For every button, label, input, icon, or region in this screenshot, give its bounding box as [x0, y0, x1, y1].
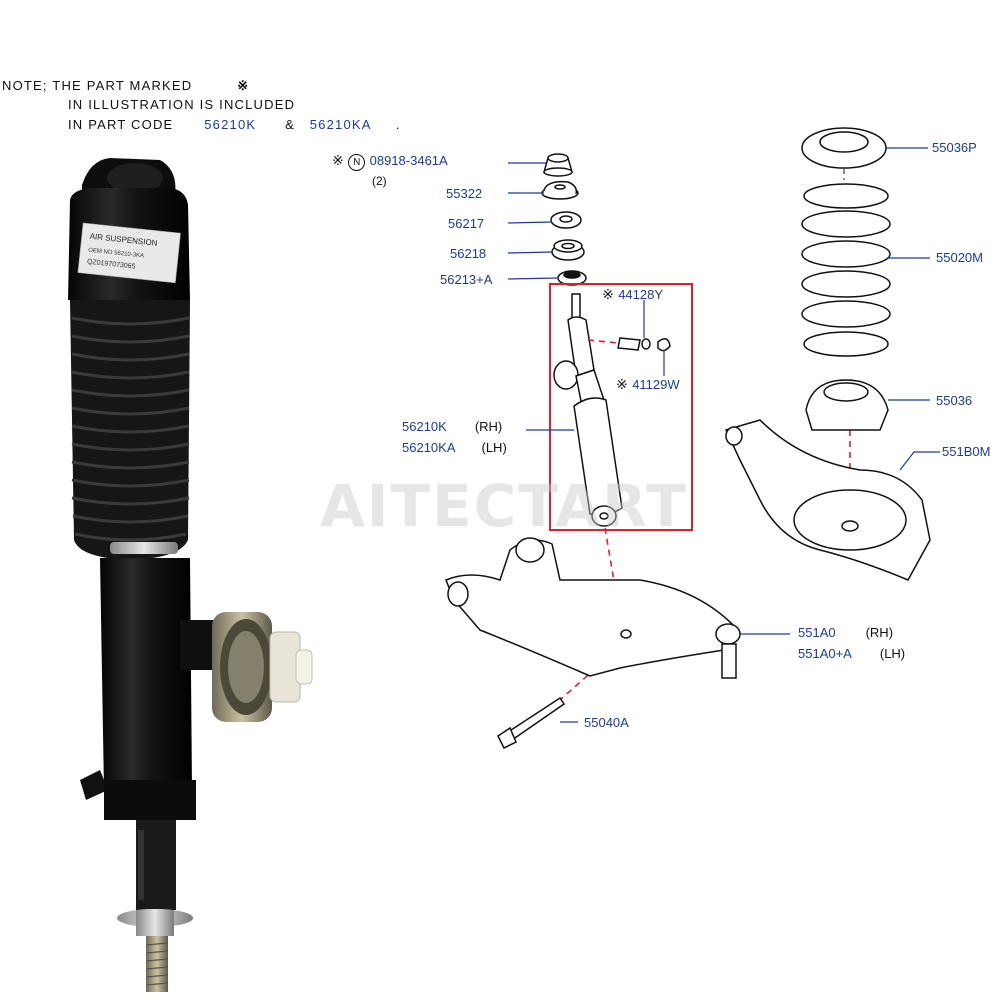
shock-absorber-icon [553, 293, 623, 527]
part-code: 44128Y [618, 287, 664, 302]
damper-lower-collar [104, 780, 196, 820]
note-code-56210ka: 56210KA [309, 117, 371, 132]
lower-bushing-icon [557, 270, 587, 286]
note-line-1: NOTE; THE PART MARKED ※ [2, 78, 249, 94]
side-rh: (RH) [474, 419, 503, 434]
coil-spring-icon [801, 183, 891, 357]
label-55036p: 55036P [932, 140, 977, 155]
stud-threads [145, 942, 169, 986]
label-55322: 55322 [446, 186, 483, 201]
label-55040a: 55040A [584, 715, 629, 730]
shock-highlight-frame [549, 283, 693, 531]
circle-n-icon: N [348, 154, 366, 171]
bracket-plate-icon [541, 180, 579, 200]
rod-highlight [138, 830, 144, 900]
bellows [70, 300, 190, 560]
bolt-cap-icon [617, 337, 671, 352]
included-mark: ※ [602, 286, 614, 302]
upper-spring-seat-icon [801, 127, 887, 169]
bushing-icon [551, 239, 585, 261]
threaded-stud [146, 936, 168, 992]
side-bracket [80, 770, 108, 800]
note-line-3: IN PART CODE 56210K & 56210KA . [68, 117, 401, 132]
part-code-lh: 56210KA [402, 440, 456, 455]
label-55020m: 55020M [936, 250, 983, 265]
label-08918: ※ N 08918-3461A [332, 152, 448, 171]
label-56217: 56217 [448, 216, 485, 231]
note-part-code-label: IN PART CODE [68, 117, 174, 132]
part-code: 41129W [632, 377, 680, 392]
side-lh: (LH) [879, 646, 906, 661]
mounting-bolt-icon [497, 696, 566, 750]
included-mark: ※ [332, 152, 344, 168]
upper-control-arm-icon [724, 419, 931, 581]
lock-nut [136, 910, 174, 936]
solenoid-connector [212, 612, 313, 722]
note-prefix: NOTE; THE PART MARKED [2, 78, 193, 93]
side-rh: (RH) [865, 625, 894, 640]
label-08918-qty: (2) [372, 174, 387, 188]
leader-lines [507, 147, 940, 723]
part-code-lh: 551A0+A [798, 646, 852, 661]
note-mark-symbol: ※ [237, 78, 250, 93]
label-551a0: 551A0 (RH) 551A0+A (LH) [798, 624, 905, 663]
label-56210: 56210K (RH) 56210KA (LH) [402, 418, 507, 457]
watermark: AITECTART [320, 472, 688, 540]
sticker-oem: OEM NO 56210-3KA [88, 248, 144, 260]
top-mount-eye [107, 163, 163, 193]
label-44128: ※ 44128Y [602, 286, 663, 304]
label-sticker: AIR SUSPENSION OEM NO 56210-3KA QZ019707… [77, 222, 181, 284]
label-56213: 56213+A [440, 272, 493, 287]
note-period: . [395, 117, 401, 132]
included-mark: ※ [616, 376, 628, 392]
label-55036: 55036 [936, 393, 973, 408]
lower-spring-seat-icon [805, 379, 889, 431]
part-code-rh: 56210K [402, 419, 447, 434]
part-code: 08918-3461A [369, 153, 448, 168]
washer-icon [550, 211, 582, 229]
label-56218: 56218 [450, 246, 487, 261]
damper-body [100, 558, 192, 790]
note-code-56210k: 56210K [204, 117, 257, 132]
lower-control-arm-icon [445, 537, 741, 679]
note-ampersand: & [285, 117, 295, 132]
nut-icon [543, 153, 573, 177]
label-551b0m: 551B0M [942, 444, 991, 459]
clamp-ring [110, 542, 178, 554]
note-line-2: IN ILLUSTRATION IS INCLUDED [68, 97, 296, 112]
side-lh: (LH) [481, 440, 507, 455]
part-code-rh: 551A0 [798, 625, 836, 640]
label-41129: ※ 41129W [616, 376, 680, 394]
